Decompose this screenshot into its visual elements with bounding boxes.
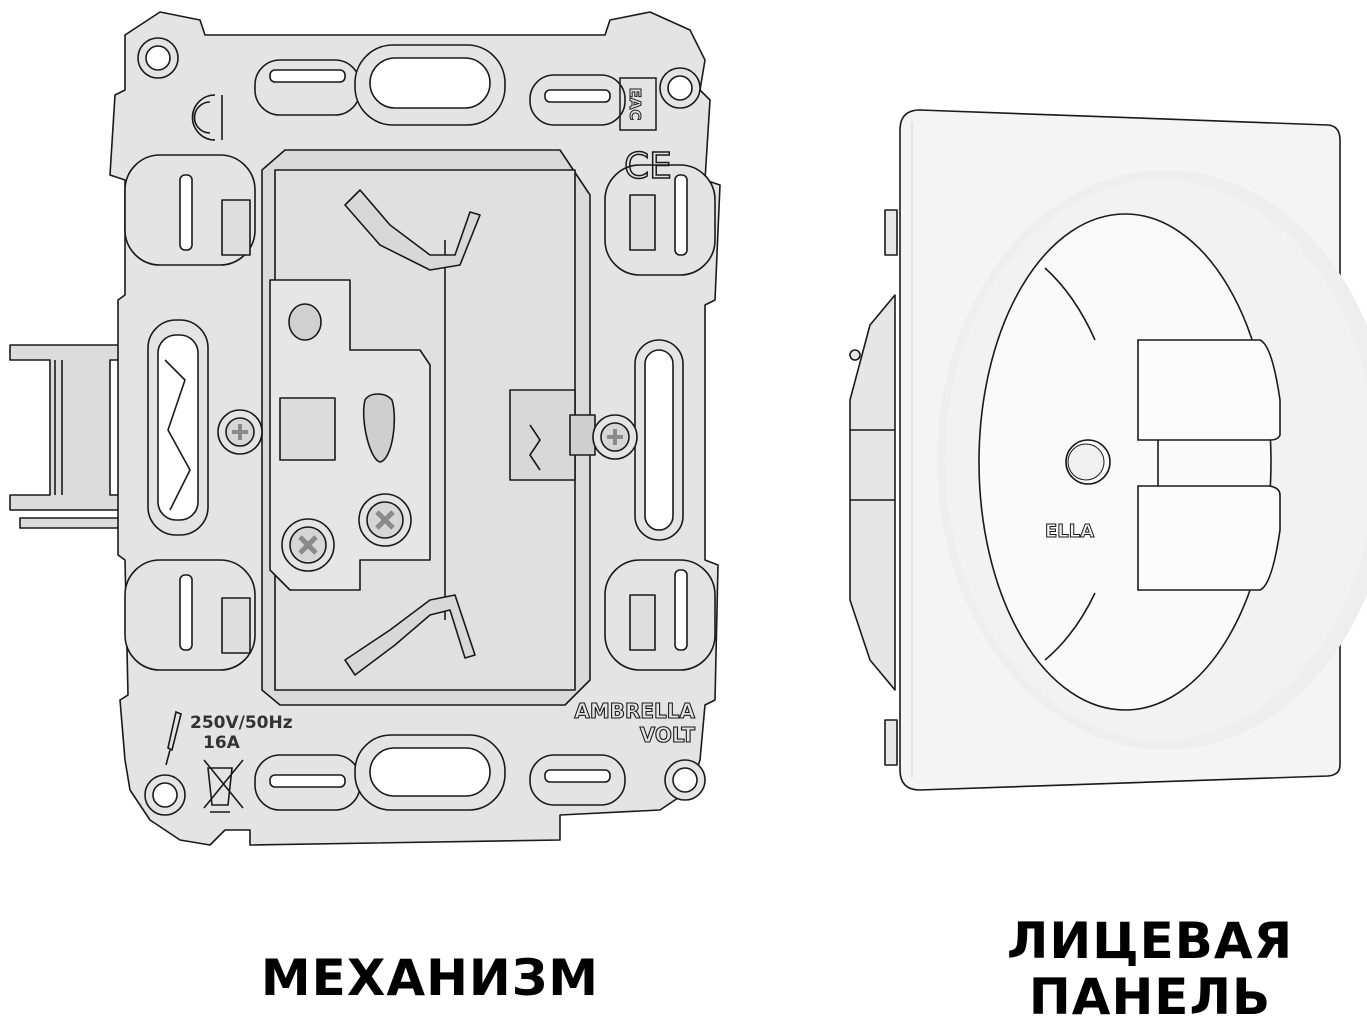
mount-hole-bl bbox=[144, 774, 186, 816]
terminal-screw bbox=[358, 493, 412, 547]
mechanism-drawing: EAC CE 250V/50Hz 16A AMBRELLA VOLT bbox=[9, 11, 721, 846]
face-panel-illustration: ELLA bbox=[840, 100, 1367, 800]
earth-contact-lower bbox=[1137, 485, 1281, 591]
panel-brand-text: ELLA bbox=[1045, 521, 1094, 542]
rating-voltage: 250V/50Hz bbox=[190, 713, 293, 733]
terminal-screw bbox=[281, 518, 335, 572]
face-panel-caption-line2: ПАНЕЛЬ bbox=[1028, 968, 1272, 1026]
face-panel-drawing: ELLA bbox=[849, 109, 1367, 791]
face-panel-caption-line1: ЛИЦЕВАЯ bbox=[1006, 912, 1294, 970]
brand-logo-icon bbox=[191, 94, 223, 141]
side-screw-left bbox=[217, 409, 263, 455]
side-screw-right bbox=[509, 389, 638, 481]
eac-mark-icon: EAC bbox=[619, 77, 657, 131]
mount-hole-tl bbox=[137, 37, 179, 79]
mechanism-caption: МЕХАНИЗМ bbox=[260, 949, 600, 1007]
mechanism-illustration: EAC CE 250V/50Hz 16A AMBRELLA VOLT bbox=[0, 0, 740, 870]
side-clip bbox=[9, 344, 121, 529]
face-panel-caption: ЛИЦЕВАЯ ПАНЕЛЬ bbox=[990, 913, 1310, 1025]
brand-name-line2: VOLT bbox=[640, 723, 696, 747]
svg-text:EAC: EAC bbox=[626, 88, 644, 121]
screwdriver-icon bbox=[165, 710, 182, 766]
brand-name-line1: AMBRELLA bbox=[574, 699, 695, 723]
rating-current: 16A bbox=[203, 733, 241, 753]
mount-hole-tr bbox=[659, 67, 701, 109]
earth-contact-upper bbox=[1137, 339, 1281, 441]
mount-hole-br bbox=[664, 759, 706, 801]
ce-mark-icon: CE bbox=[624, 146, 672, 187]
socket-well bbox=[978, 213, 1272, 711]
weee-crossed-bin-icon bbox=[203, 759, 244, 813]
